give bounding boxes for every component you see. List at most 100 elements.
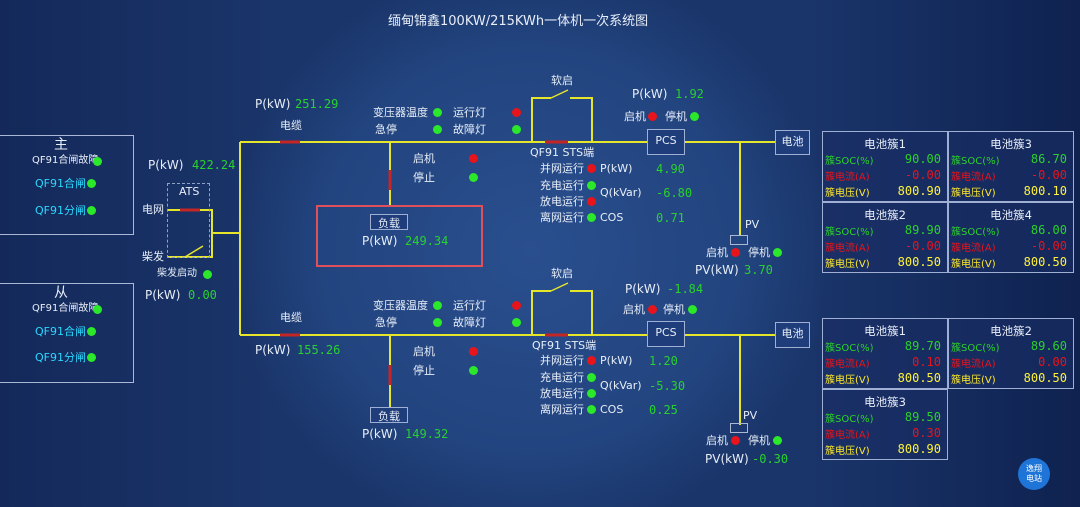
bottom-pv-start[interactable]: 启机 xyxy=(706,434,728,447)
soc-label: 簇SOC(%) xyxy=(951,227,1000,238)
top-sts-q-label: Q(kVar) xyxy=(600,186,642,199)
bottom-sts-q-label: Q(kVar) xyxy=(600,379,642,392)
status-dot xyxy=(587,181,596,190)
soc-value: 89.90 xyxy=(904,223,941,237)
bottom-sts-p-label: P(kW) xyxy=(600,354,633,367)
soc-value: 86.70 xyxy=(1030,152,1067,166)
status-dot xyxy=(512,125,521,134)
status-dot xyxy=(512,301,521,310)
diesel-label: 柴发 xyxy=(142,250,164,263)
slave-qf91-close[interactable]: QF91合闸 xyxy=(35,325,86,338)
top-stop-label[interactable]: 停止 xyxy=(413,171,435,184)
top-battery-box[interactable]: 电池 xyxy=(775,130,810,155)
current-label: 簇电流(A) xyxy=(825,359,870,370)
slave-panel xyxy=(0,283,134,383)
top-pcs-box[interactable]: PCS xyxy=(647,129,685,155)
bottom-offgrid-run: 离网运行 xyxy=(540,403,584,416)
bottom-stop-label[interactable]: 停止 xyxy=(413,364,435,377)
current-label: 簇电流(A) xyxy=(825,243,870,254)
bottom-fault-light: 故障灯 xyxy=(453,316,486,329)
status-dot xyxy=(587,356,596,365)
slave-title: 从 xyxy=(54,285,68,301)
bottom-estop: 急停 xyxy=(375,316,397,329)
current-label: 簇电流(A) xyxy=(951,172,996,183)
voltage-value: 800.90 xyxy=(897,184,941,198)
status-dot xyxy=(469,366,478,375)
master-qf91-close-fault: QF91合闸故障 xyxy=(32,155,99,166)
bottom-start-label[interactable]: 启机 xyxy=(413,345,435,358)
status-dot xyxy=(587,373,596,382)
current-value: -0.00 xyxy=(1030,168,1067,182)
current-value: 0.00 xyxy=(1038,355,1067,369)
status-dot xyxy=(469,154,478,163)
status-dot xyxy=(688,305,697,314)
top-sts-p-label: P(kW) xyxy=(600,162,633,175)
slave-qf91-close-fault: QF91合闸故障 xyxy=(32,303,99,314)
current-label: 簇电流(A) xyxy=(825,172,870,183)
bottom-load-p-value: 149.32 xyxy=(405,427,449,441)
bottom-pcs-box[interactable]: PCS xyxy=(647,321,685,347)
status-dot xyxy=(93,305,102,314)
bottom-sts-cos-value: 0.25 xyxy=(649,403,678,417)
top-load-p-label: P(kW) xyxy=(362,234,398,248)
top-cable-label: 电缆 xyxy=(280,119,302,132)
cluster-name: 电池簇4 xyxy=(990,208,1032,222)
voltage-value: 800.90 xyxy=(897,442,941,456)
bottom-pcs-shutdown[interactable]: 停机 xyxy=(663,303,685,316)
master-qf91-open[interactable]: QF91分闸 xyxy=(35,204,86,217)
bottom-pv-shutdown[interactable]: 停机 xyxy=(748,434,770,447)
soc-label: 簇SOC(%) xyxy=(825,227,874,238)
bottom-sts-q-value: -5.30 xyxy=(649,379,686,393)
status-dot xyxy=(690,112,699,121)
top-run-light: 运行灯 xyxy=(453,106,486,119)
bottom-pv-kw-label: PV(kW) xyxy=(705,452,749,466)
page-title: 缅甸锦鑫100KW/215KWh一体机一次系统图 xyxy=(388,14,649,29)
status-dot xyxy=(773,436,782,445)
top-pv-shutdown[interactable]: 停机 xyxy=(748,246,770,259)
battery-cluster-card: 电池簇2 簇SOC(%)89.90 簇电流(A)-0.00 簇电压(V)800.… xyxy=(822,202,948,273)
bottom-sts-label: QF91 STS端 xyxy=(532,339,597,352)
voltage-value: 800.10 xyxy=(1023,184,1067,198)
bottom-pv-box xyxy=(730,423,748,433)
status-dot xyxy=(203,270,212,279)
current-label: 簇电流(A) xyxy=(951,243,996,254)
status-dot xyxy=(648,112,657,121)
cluster-name: 电池簇1 xyxy=(864,137,906,151)
top-transformer-temp: 变压器温度 xyxy=(373,106,428,119)
top-pv-start[interactable]: 启机 xyxy=(706,246,728,259)
soc-label: 簇SOC(%) xyxy=(825,156,874,167)
top-load-p-value: 249.34 xyxy=(405,234,449,248)
voltage-label: 簇电压(V) xyxy=(951,259,996,270)
voltage-label: 簇电压(V) xyxy=(951,188,996,199)
top-sts-label: QF91 STS端 xyxy=(530,146,595,159)
current-value: -0.00 xyxy=(1030,239,1067,253)
battery-cluster-card: 电池簇1 簇SOC(%)90.00 簇电流(A)-0.00 簇电压(V)800.… xyxy=(822,131,948,202)
bottom-battery-box[interactable]: 电池 xyxy=(775,322,810,348)
soc-value: 89.60 xyxy=(1030,339,1067,353)
top-pv-box xyxy=(730,235,748,245)
master-qf91-close[interactable]: QF91合闸 xyxy=(35,177,86,190)
top-start-label[interactable]: 启机 xyxy=(413,152,435,165)
top-sts-p-value: 4.90 xyxy=(656,162,685,176)
status-dot xyxy=(587,389,596,398)
slave-qf91-open[interactable]: QF91分闸 xyxy=(35,351,86,364)
current-label: 簇电流(A) xyxy=(825,430,870,441)
top-load-highlight xyxy=(316,205,483,267)
current-value: -0.00 xyxy=(904,239,941,253)
status-dot xyxy=(469,173,478,182)
cluster-name: 电池簇2 xyxy=(990,324,1032,338)
soc-label: 簇SOC(%) xyxy=(951,156,1000,167)
top-sts-cos-value: 0.71 xyxy=(656,211,685,225)
diesel-p-value: 0.00 xyxy=(188,288,217,302)
top-pcs-shutdown[interactable]: 停机 xyxy=(665,110,687,123)
bottom-pcs-start[interactable]: 启机 xyxy=(623,303,645,316)
status-dot xyxy=(512,318,521,327)
grid-label: 电网 xyxy=(142,203,164,216)
status-dot xyxy=(433,108,442,117)
top-pcs-start[interactable]: 启机 xyxy=(624,110,646,123)
bottom-cable-label: 电缆 xyxy=(280,311,302,324)
top-fault-light: 故障灯 xyxy=(453,123,486,136)
bottom-transformer-temp: 变压器温度 xyxy=(373,299,428,312)
top-pcs-p-value: 1.92 xyxy=(675,87,704,101)
